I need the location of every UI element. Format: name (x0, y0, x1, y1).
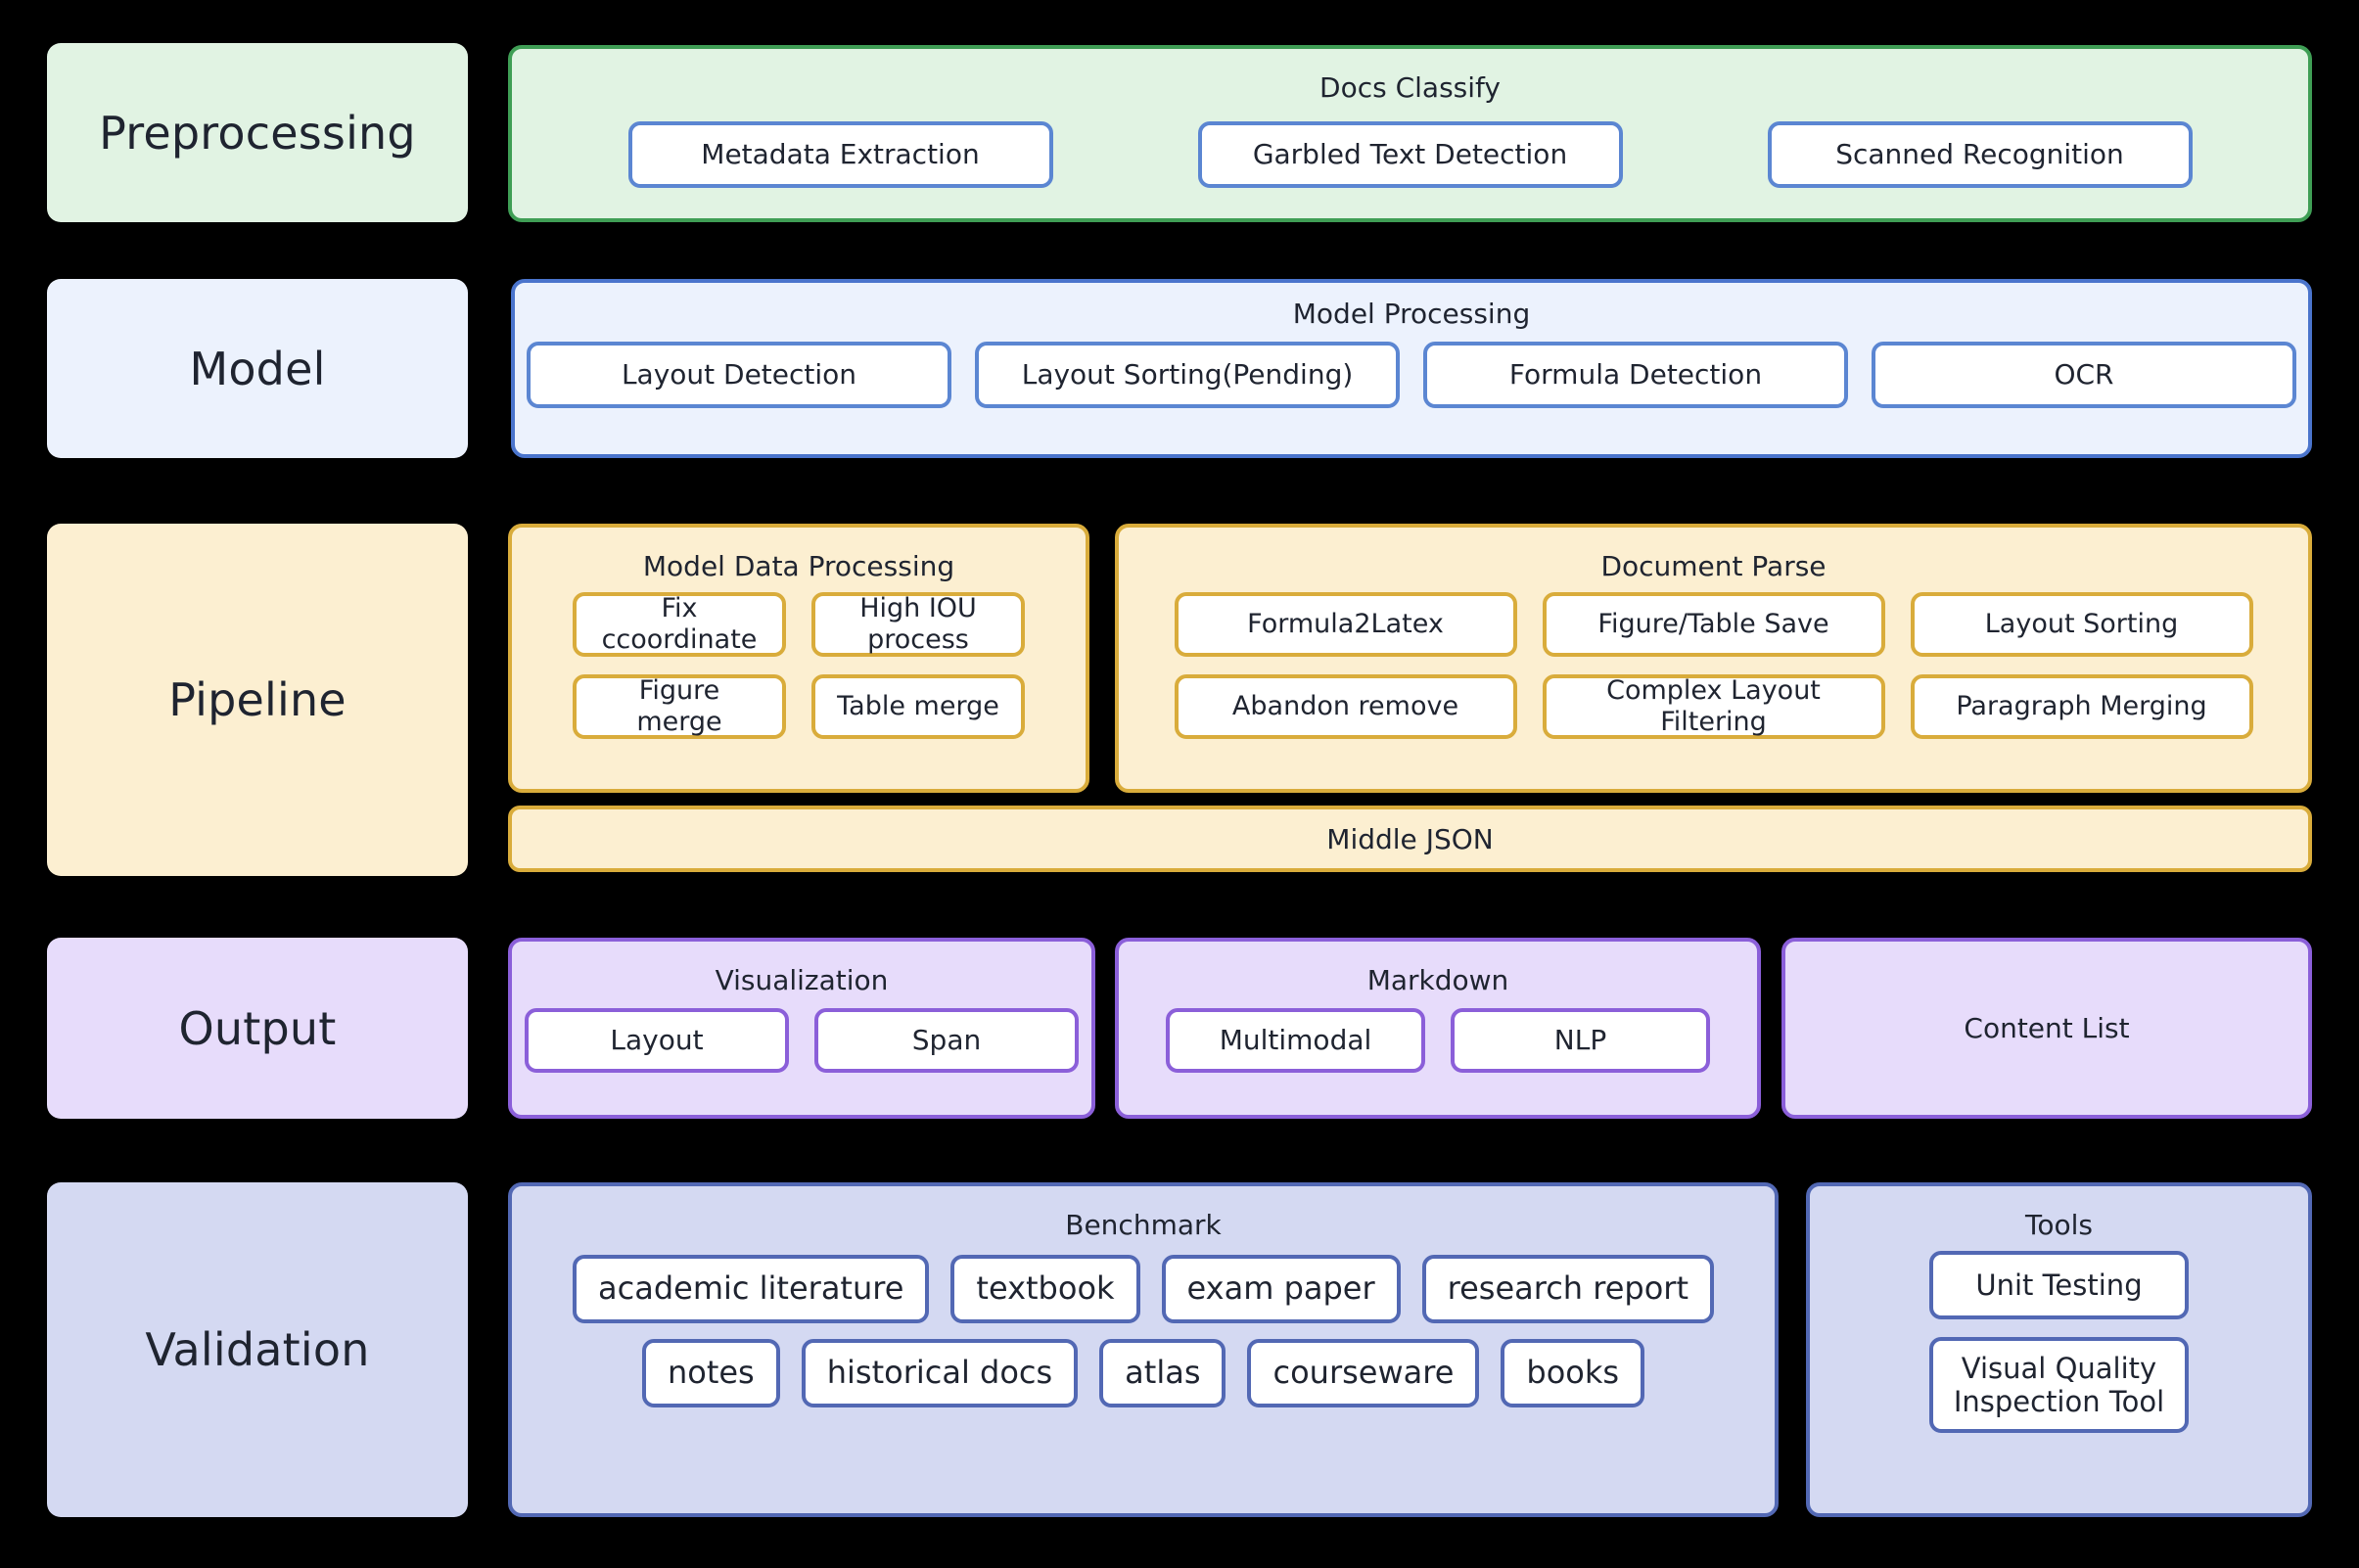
row-preprocessing: Preprocessing Docs Classify Metadata Ext… (0, 0, 2359, 235)
group-title-content-list: Content List (1964, 1012, 2130, 1044)
group-model-data-processing: Model Data Processing Fix ccoordinate Hi… (508, 524, 1089, 793)
chip-span[interactable]: Span (814, 1008, 1079, 1073)
chip-list-docs-classify: Metadata Extraction Garbled Text Detecti… (512, 121, 2308, 188)
chip-textbook[interactable]: textbook (950, 1255, 1140, 1323)
chip-high-iou-process[interactable]: High IOU process (811, 592, 1025, 657)
chip-formula-detection[interactable]: Formula Detection (1423, 342, 1848, 408)
group-visualization: Visualization Layout Span (508, 938, 1095, 1119)
chip-layout-sorting-pending[interactable]: Layout Sorting(Pending) (975, 342, 1400, 408)
group-title-benchmark: Benchmark (1065, 1209, 1222, 1241)
group-title-visualization: Visualization (715, 964, 889, 996)
chip-multimodal[interactable]: Multimodal (1166, 1008, 1425, 1073)
chip-research-report[interactable]: research report (1421, 1255, 1714, 1323)
row-validation: Validation Benchmark academic literature… (0, 1182, 2359, 1517)
chip-figure-table-save[interactable]: Figure/Table Save (1542, 592, 1885, 657)
group-title-model-processing: Model Processing (1292, 298, 1531, 330)
chip-layout[interactable]: Layout (525, 1008, 789, 1073)
chip-layout-sorting[interactable]: Layout Sorting (1910, 592, 2253, 657)
group-title-model-data-processing: Model Data Processing (642, 550, 955, 582)
chip-list-model-processing: Layout Detection Layout Sorting(Pending)… (515, 342, 2308, 408)
group-title-tools: Tools (2025, 1209, 2093, 1241)
group-benchmark: Benchmark academic literature textbook e… (508, 1182, 1779, 1517)
chip-unit-testing[interactable]: Unit Testing (1929, 1251, 2189, 1319)
chip-list-document-parse: Formula2Latex Figure/Table Save Layout S… (1119, 592, 2308, 739)
group-tools: Tools Unit Testing Visual Quality Inspec… (1806, 1182, 2312, 1517)
chip-notes[interactable]: notes (641, 1339, 780, 1407)
group-title-docs-classify: Docs Classify (1319, 71, 1501, 104)
group-title-markdown: Markdown (1366, 964, 1509, 996)
chip-scanned-recognition[interactable]: Scanned Recognition (1767, 121, 2193, 188)
chip-list-visualization: Layout Span (512, 1008, 1091, 1073)
chip-courseware[interactable]: courseware (1247, 1339, 1480, 1407)
chip-metadata-extraction[interactable]: Metadata Extraction (627, 121, 1053, 188)
row-pipeline: Pipeline Model Data Processing Fix ccoor… (0, 524, 2359, 876)
stage-label-pipeline: Pipeline (47, 524, 468, 876)
chip-list-markdown: Multimodal NLP (1119, 1008, 1757, 1073)
chip-atlas[interactable]: atlas (1099, 1339, 1226, 1407)
group-document-parse: Document Parse Formula2Latex Figure/Tabl… (1115, 524, 2312, 793)
chip-layout-detection[interactable]: Layout Detection (527, 342, 951, 408)
chip-books[interactable]: books (1501, 1339, 1645, 1407)
chip-academic-literature[interactable]: academic literature (573, 1255, 930, 1323)
chip-figure-merge[interactable]: Figure merge (573, 674, 786, 739)
group-model-processing: Model Processing Layout Detection Layout… (511, 279, 2312, 458)
stage-label-validation: Validation (47, 1182, 468, 1517)
group-docs-classify: Docs Classify Metadata Extraction Garble… (508, 45, 2312, 222)
chip-ocr[interactable]: OCR (1872, 342, 2296, 408)
chip-list-benchmark: academic literature textbook exam paper … (512, 1255, 1775, 1407)
chip-abandon-remove[interactable]: Abandon remove (1174, 674, 1517, 739)
group-title-document-parse: Document Parse (1600, 550, 1827, 582)
chip-fix-ccoordinate[interactable]: Fix ccoordinate (573, 592, 786, 657)
chip-visual-quality-inspection-tool[interactable]: Visual Quality Inspection Tool (1929, 1337, 2189, 1433)
chip-historical-docs[interactable]: historical docs (801, 1339, 1079, 1407)
chip-table-merge[interactable]: Table merge (811, 674, 1025, 739)
band-middle-json: Middle JSON (508, 806, 2312, 872)
chip-complex-layout-filtering[interactable]: Complex Layout Filtering (1542, 674, 1885, 739)
chip-exam-paper[interactable]: exam paper (1161, 1255, 1401, 1323)
row-model: Model Model Processing Layout Detection … (0, 279, 2359, 458)
chip-paragraph-merging[interactable]: Paragraph Merging (1910, 674, 2253, 739)
group-markdown: Markdown Multimodal NLP (1115, 938, 1761, 1119)
chip-garbled-text-detection[interactable]: Garbled Text Detection (1197, 121, 1623, 188)
chip-list-model-data-processing: Fix ccoordinate High IOU process Figure … (512, 592, 1086, 739)
stage-label-preprocessing: Preprocessing (47, 43, 468, 222)
chip-formula2latex[interactable]: Formula2Latex (1174, 592, 1517, 657)
chip-nlp[interactable]: NLP (1451, 1008, 1710, 1073)
stage-label-output: Output (47, 938, 468, 1119)
row-output: Output Visualization Layout Span Markdow… (0, 938, 2359, 1119)
group-content-list[interactable]: Content List (1781, 938, 2312, 1119)
chip-list-tools: Unit Testing Visual Quality Inspection T… (1810, 1251, 2308, 1433)
stage-label-model: Model (47, 279, 468, 458)
